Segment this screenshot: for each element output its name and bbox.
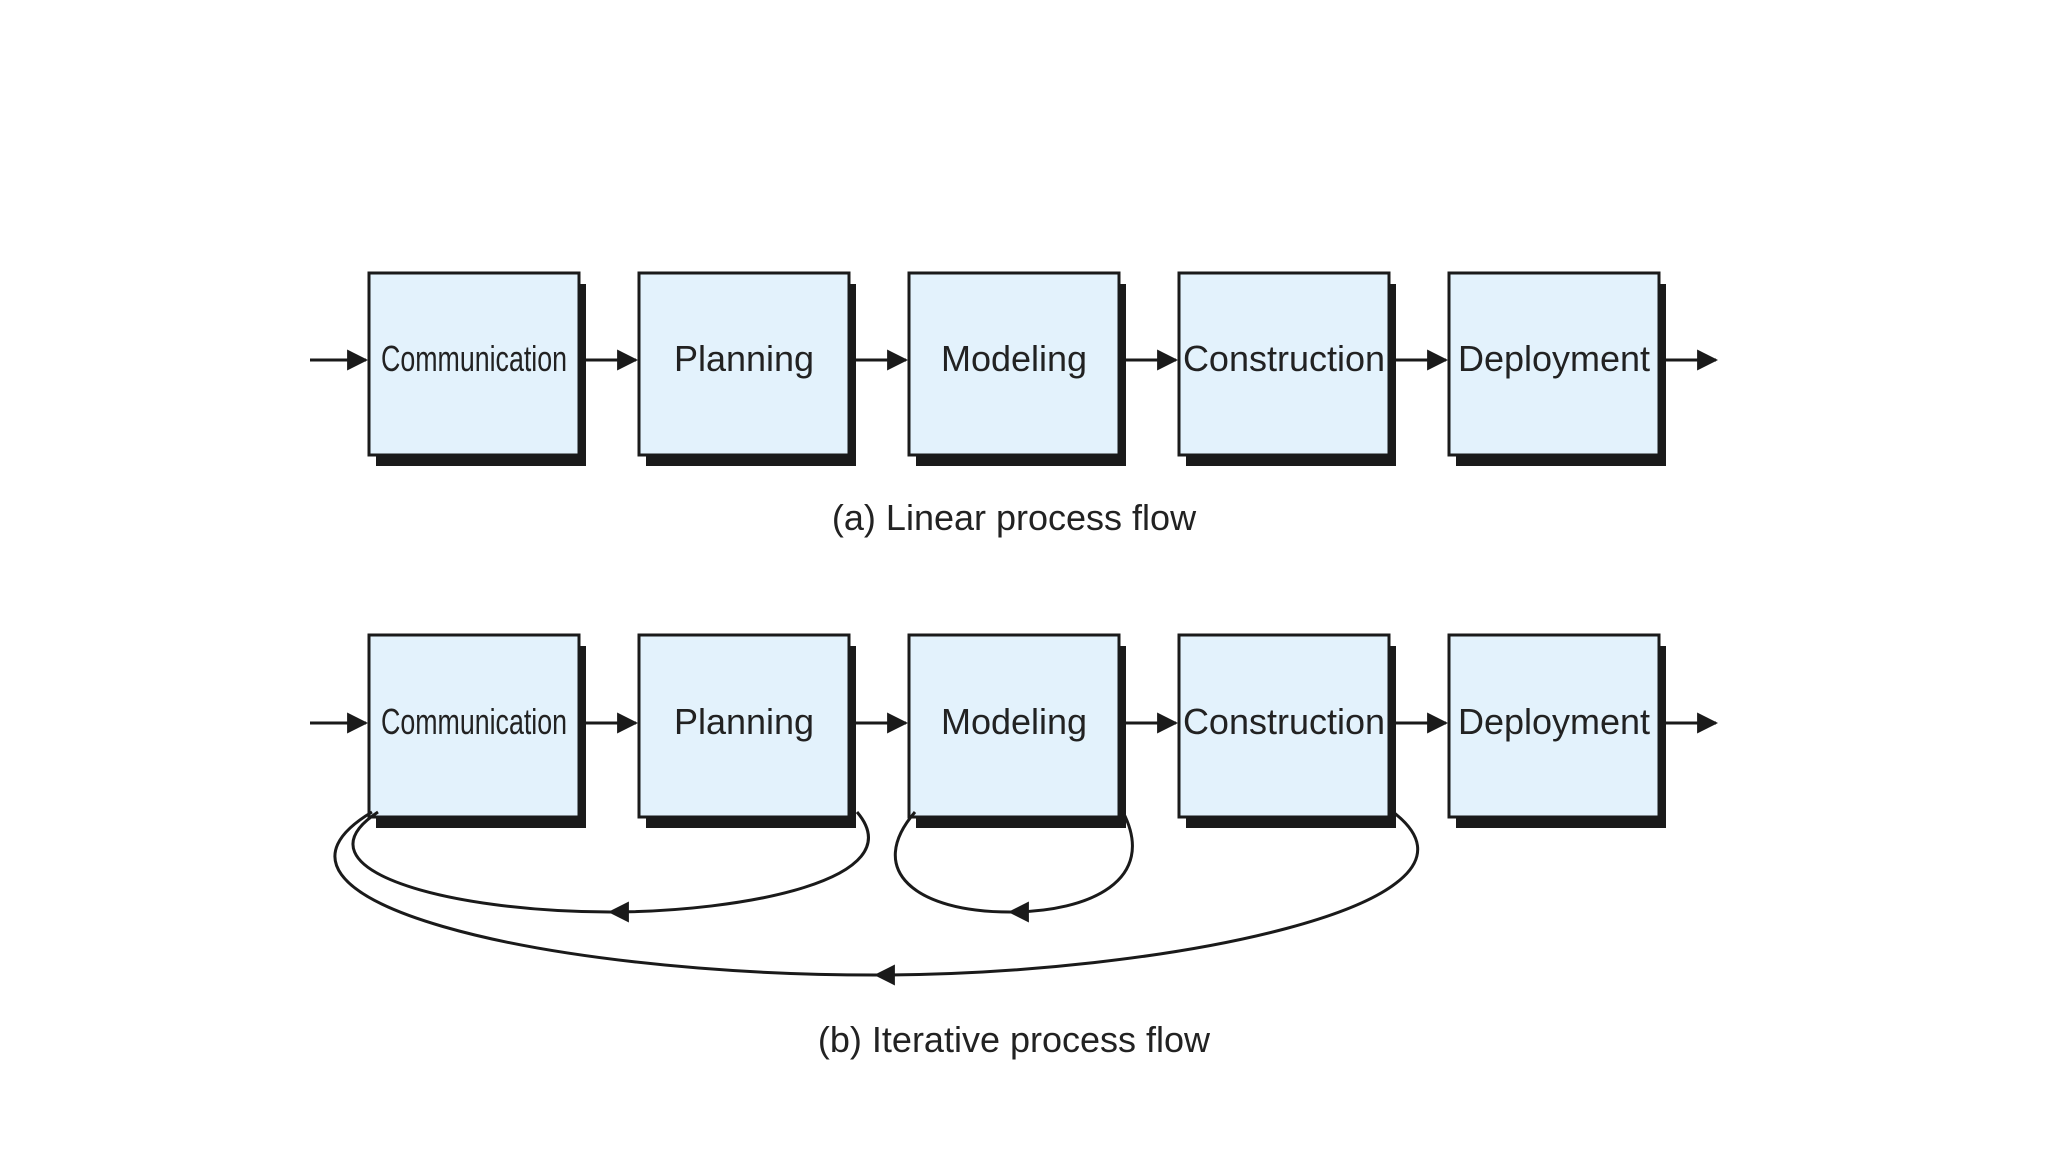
stage-label: Construction (1183, 338, 1385, 379)
caption-iterative: (b) Iterative process flow (818, 1019, 1211, 1060)
caption-linear: (a) Linear process flow (832, 497, 1197, 538)
box (1447, 633, 1661, 819)
box (367, 271, 581, 457)
stage-label: Deployment (1458, 338, 1650, 379)
feedback-loop-planning-to-communication-return (351, 810, 611, 914)
feedback-loop-modeling-self (1007, 811, 1134, 923)
stage-label: Deployment (1458, 701, 1650, 742)
stage-label: Planning (674, 338, 814, 379)
stage-label: Modeling (941, 701, 1087, 742)
feedback-loop-construction-to-communication (873, 810, 1420, 986)
stage-box-deployment: Deployment (1447, 271, 1666, 466)
box (637, 633, 851, 819)
box (907, 633, 1121, 819)
linear-process-flow: Communication Planning Modeling Construc… (310, 271, 1719, 538)
feedback-loop-planning-to-communication (607, 811, 870, 923)
feedback-loop-construction-to-communication-return (333, 810, 877, 977)
stage-box-modeling: Modeling (907, 633, 1126, 828)
feedback-loops (333, 810, 1420, 986)
stage-box-communication: Communication (367, 271, 586, 466)
box (637, 271, 851, 457)
stage-box-deployment: Deployment (1447, 633, 1666, 828)
box (1177, 271, 1391, 457)
box (907, 271, 1121, 457)
stage-label: Communication (381, 701, 567, 742)
stage-label: Modeling (941, 338, 1087, 379)
stage-label: Communication (381, 338, 567, 379)
stage-label: Construction (1183, 701, 1385, 742)
iterative-process-flow: Communication Planning Modeling Construc… (310, 633, 1719, 1060)
feedback-loop-modeling-self-return (893, 811, 1011, 914)
stage-box-communication: Communication (367, 633, 586, 828)
stage-box-modeling: Modeling (907, 271, 1126, 466)
stage-box-planning: Planning (637, 633, 856, 828)
stage-box-construction: Construction (1177, 633, 1396, 828)
stage-box-planning: Planning (637, 271, 856, 466)
box (1177, 633, 1391, 819)
stage-label: Planning (674, 701, 814, 742)
box (367, 633, 581, 819)
box (1447, 271, 1661, 457)
stage-box-construction: Construction (1177, 271, 1396, 466)
